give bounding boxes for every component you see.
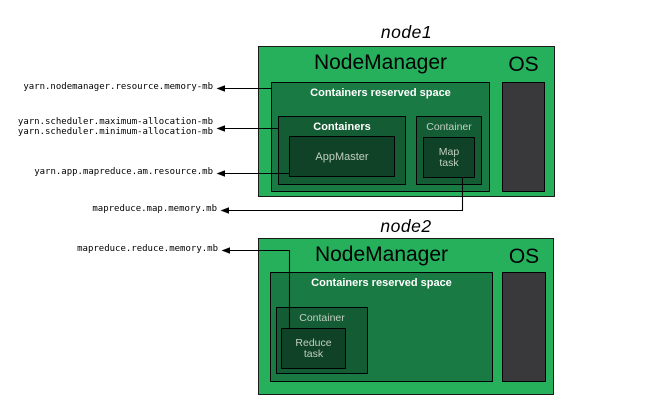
node2-os-label: OS (508, 245, 540, 268)
node2-os-box (502, 272, 546, 382)
node2-reserved-space-label: Containers reserved space (311, 277, 452, 289)
node1-nodemanager-box: NodeManager OS Containers reserved space… (258, 46, 555, 197)
node2-containers-reserved-space: Containers reserved space Container Redu… (270, 272, 493, 382)
node1-os-box (502, 82, 545, 192)
node1-container-label: Container (426, 121, 472, 133)
node1-nodemanager-label: NodeManager (313, 51, 448, 74)
reduce-task-label-line2: task (303, 347, 324, 360)
node1-containers-box: Containers AppMaster (278, 116, 406, 185)
config-label-map-memory: mapreduce.map.memory.mb (92, 204, 217, 214)
config-label-nodemanager-resource-memory: yarn.nodemanager.resource.memory-mb (23, 82, 213, 92)
node1-os-label: OS (508, 53, 539, 76)
node2-nodemanager-label: NodeManager (314, 243, 449, 266)
map-task-label-line1: Map (438, 145, 460, 158)
config-label-scheduler-min: yarn.scheduler.minimum-allocation-mb (17, 127, 213, 137)
node1-containers-label: Containers (313, 121, 371, 133)
node2-reduce-task-box: Reduce task (281, 328, 346, 369)
node1-appmaster-box: AppMaster (289, 136, 395, 177)
node2-title: node2 (380, 216, 432, 236)
node2-container-label: Container (299, 312, 345, 324)
node2-nodemanager-box: NodeManager OS Containers reserved space… (258, 238, 554, 395)
map-task-label-line2: task (439, 156, 459, 169)
node1-appmaster-label: AppMaster (315, 150, 369, 163)
node1-reserved-space-label: Containers reserved space (310, 87, 451, 99)
node1-map-task-box: Map task (423, 137, 475, 178)
reduce-task-label-line1: Reduce (295, 336, 332, 349)
config-label-scheduler-max: yarn.scheduler.maximum-allocation-mb (17, 117, 213, 127)
config-label-scheduler-allocation: yarn.scheduler.maximum-allocation-mb yar… (18, 117, 213, 137)
node2-container-box: Container Reduce task (276, 307, 368, 374)
node1-containers-reserved-space: Containers reserved space Containers App… (271, 82, 490, 192)
config-label-reduce-memory: mapreduce.reduce.memory.mb (77, 244, 218, 254)
node1-title: node1 (380, 22, 433, 42)
node1-container-box: Container Map task (416, 116, 482, 185)
config-label-am-resource: yarn.app.mapreduce.am.resource.mb (34, 167, 213, 177)
